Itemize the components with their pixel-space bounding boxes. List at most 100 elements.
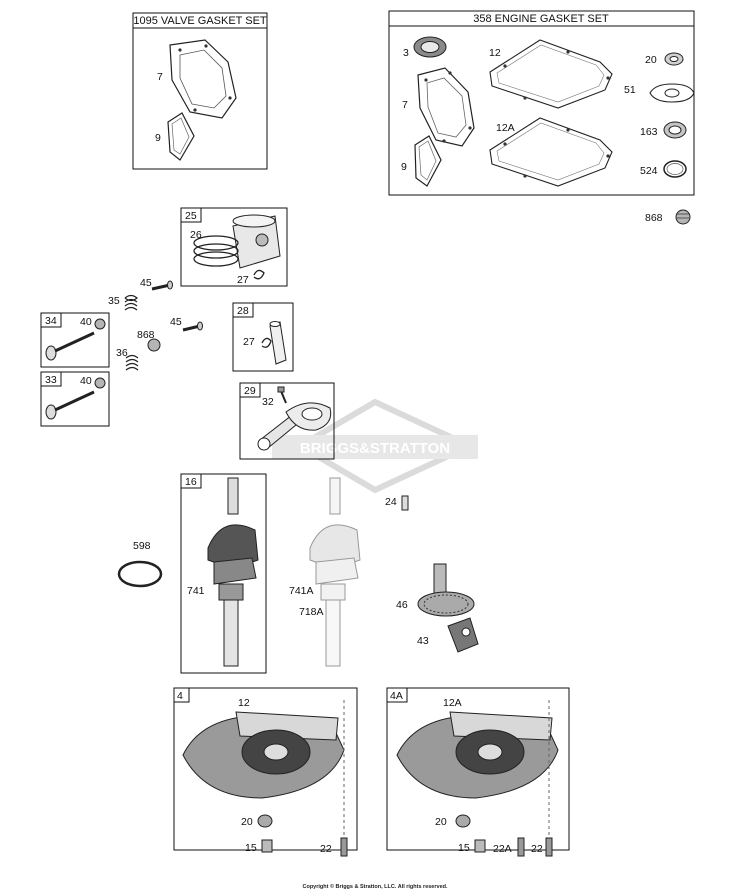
engine-gasket-set-box: 358 ENGINE GASKET SET: [388, 10, 695, 196]
sump-4-part[interactable]: [182, 711, 345, 799]
valve-33-box: 33: [40, 371, 110, 427]
label-sump4a-15: 15: [458, 842, 470, 854]
label-45-upper: 45: [140, 277, 152, 289]
seal-598-part[interactable]: [117, 560, 163, 588]
rod-bolt-part[interactable]: [277, 386, 287, 404]
label-524: 524: [640, 165, 658, 177]
label-sump4a-12a: 12A: [443, 697, 462, 709]
tappet-45-upper-part[interactable]: [151, 280, 173, 291]
sump-4a-plug-15-part[interactable]: [474, 839, 486, 853]
valve-gasket-set-title: 1095 VALVE GASKET SET: [133, 15, 267, 27]
sump-4-seal-20-part[interactable]: [257, 814, 273, 828]
crankshaft-part[interactable]: [207, 477, 259, 667]
box-label-33: 33: [45, 374, 57, 386]
retainer-clip-part[interactable]: [253, 269, 265, 280]
governor-assembly-part[interactable]: [447, 617, 479, 653]
label-24: 24: [385, 496, 397, 508]
label-163: 163: [640, 126, 658, 138]
label-3: 3: [403, 47, 409, 59]
valve-34-box: 34: [40, 312, 110, 368]
label-51: 51: [624, 84, 636, 96]
box-label-16: 16: [185, 476, 197, 488]
label-868-middle: 868: [137, 329, 155, 341]
label-sump4-12: 12: [238, 697, 250, 709]
label-868-top: 868: [645, 212, 663, 224]
camshaft-part[interactable]: [417, 563, 475, 617]
piston-part[interactable]: [232, 214, 281, 269]
label-sump4a-20: 20: [435, 816, 447, 828]
label-46: 46: [396, 599, 408, 611]
label-598: 598: [133, 540, 151, 552]
box-label-4a: 4A: [390, 690, 403, 702]
valve-seal-40-lower-part[interactable]: [94, 377, 106, 389]
crankcase-gasket-12-part[interactable]: [489, 39, 613, 109]
sump-4a-bolt-22a-part[interactable]: [517, 837, 525, 857]
label-sump4-22: 22: [320, 843, 332, 855]
seal-163-part[interactable]: [663, 121, 687, 139]
label-27-piston: 27: [237, 274, 249, 286]
crankshaft-alternate-part[interactable]: [309, 477, 361, 667]
oil-seal-part[interactable]: [413, 36, 447, 58]
sump-4-plug-15-part[interactable]: [261, 839, 273, 853]
o-ring-524-part[interactable]: [663, 160, 687, 178]
gasket-51-part[interactable]: [649, 83, 695, 103]
label-sump4-20: 20: [241, 816, 253, 828]
label-27-pin: 27: [243, 336, 255, 348]
connecting-rod-part[interactable]: [257, 402, 332, 451]
watermark-text: BRIGGS&STRATTON: [300, 440, 450, 457]
key-24-part[interactable]: [401, 495, 409, 511]
label-36: 36: [116, 347, 128, 359]
pin-clip-part[interactable]: [261, 337, 272, 348]
crankshaft-box: 16: [180, 473, 267, 674]
box-label-28: 28: [237, 305, 249, 317]
valve-gasket-set-box: 1095 VALVE GASKET SET: [132, 12, 268, 170]
box-label-34: 34: [45, 315, 57, 327]
head-gasket-part[interactable]: [169, 39, 237, 119]
pin-box: 28: [232, 302, 294, 372]
label-9-engine-set: 9: [401, 161, 407, 173]
label-718a: 718A: [299, 606, 324, 618]
valve-seal-868-middle-part[interactable]: [147, 338, 161, 352]
label-7-engine-set: 7: [402, 99, 408, 111]
connecting-rod-box: 29: [239, 382, 335, 460]
label-sump4a-22a: 22A: [493, 843, 512, 855]
engine-gasket-set-title: 358 ENGINE GASKET SET: [473, 13, 609, 25]
gasket-20-part[interactable]: [664, 52, 684, 66]
box-label-4: 4: [177, 690, 183, 702]
valve-seal-40-upper-part[interactable]: [94, 318, 106, 330]
label-741a: 741A: [289, 585, 314, 597]
label-sump4a-22: 22: [531, 843, 543, 855]
sump-4a-bolt-22-part[interactable]: [545, 700, 553, 857]
label-40-upper: 40: [80, 316, 92, 328]
piston-rings-part[interactable]: [193, 235, 239, 267]
piston-box: 25: [180, 207, 288, 287]
sump-4-bolt-22-part[interactable]: [340, 700, 348, 857]
tappet-45-lower-part[interactable]: [182, 321, 203, 332]
watermark-logo: BRIGGS&STRATTON: [272, 398, 478, 494]
valve-cover-gasket-engine-set-part[interactable]: [414, 135, 442, 187]
piston-pin-part[interactable]: [269, 321, 287, 365]
label-32: 32: [262, 396, 274, 408]
label-35: 35: [108, 295, 120, 307]
intake-valve-part[interactable]: [45, 331, 95, 361]
label-40-lower: 40: [80, 375, 92, 387]
label-12-engine-set: 12: [489, 47, 501, 59]
exhaust-valve-part[interactable]: [45, 390, 95, 420]
head-gasket-engine-set-part[interactable]: [417, 67, 475, 147]
exhaust-valve-spring-part[interactable]: [125, 354, 139, 371]
intake-valve-spring-part[interactable]: [124, 294, 138, 311]
label-741: 741: [187, 585, 205, 597]
sump-4a-seal-20-part[interactable]: [455, 814, 471, 828]
valve-seal-868-part[interactable]: [675, 209, 691, 225]
label-12a-engine-set: 12A: [496, 122, 515, 134]
box-label-25: 25: [185, 210, 197, 222]
label-9-valve-set: 9: [155, 132, 161, 144]
sump-4a-part[interactable]: [396, 711, 559, 799]
label-43: 43: [417, 635, 429, 647]
crankcase-gasket-12a-part[interactable]: [489, 117, 613, 187]
copyright-notice: Copyright © Briggs & Stratton, LLC. All …: [302, 884, 448, 890]
label-20-engine-set: 20: [645, 54, 657, 66]
box-label-29: 29: [244, 385, 256, 397]
valve-cover-gasket-part[interactable]: [167, 112, 195, 161]
